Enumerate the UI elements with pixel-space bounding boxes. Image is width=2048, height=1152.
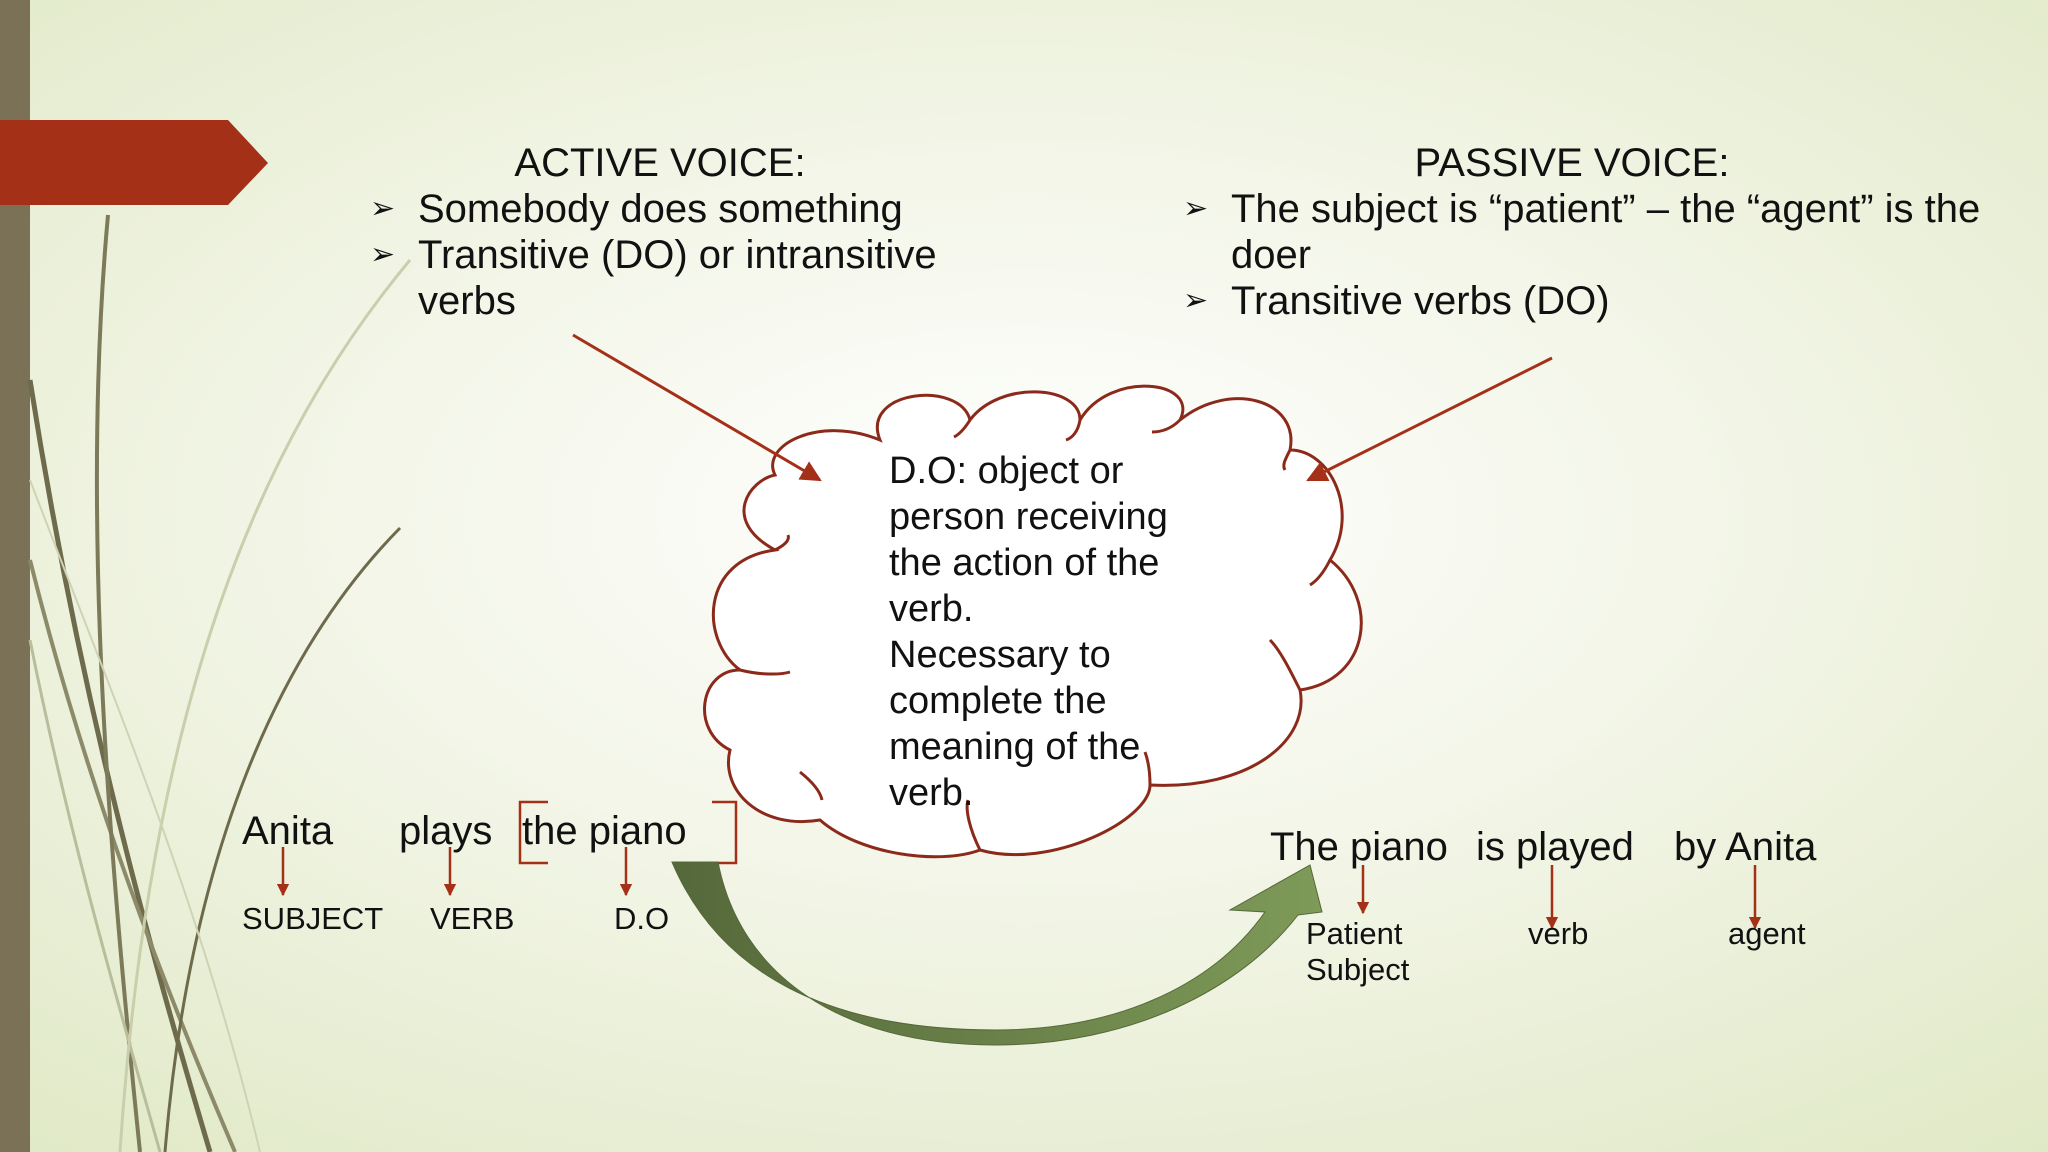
label-do: D.O xyxy=(614,901,670,936)
cloud-line: verb. xyxy=(889,588,974,630)
thought-cloud xyxy=(703,384,1363,859)
active-word-verb: plays xyxy=(399,809,493,853)
active-word-object: the piano xyxy=(522,809,687,853)
title-chevron xyxy=(0,120,268,205)
label-passive-subject: Subject xyxy=(1306,952,1410,987)
active-voice-heading: ACTIVE VOICE: xyxy=(514,141,806,185)
do-bracket-right xyxy=(712,800,738,865)
label-passive-verb: verb xyxy=(1528,916,1589,951)
active-label-arrows xyxy=(276,847,633,897)
cloud-line: Necessary to xyxy=(889,634,1111,676)
passive-word-verb: is played xyxy=(1476,825,1634,869)
passive-bullet: ➢The subject is “patient” – the “agent” … xyxy=(1183,187,1981,231)
active-connector-arrow xyxy=(572,333,822,482)
bullet-arrow-icon: ➢ xyxy=(370,238,396,271)
active-bullet-continuation: verbs xyxy=(418,279,516,323)
active-bullet: ➢Somebody does something xyxy=(370,187,903,231)
bullet-arrow-icon: ➢ xyxy=(1183,192,1209,225)
cloud-line: the action of the xyxy=(889,542,1160,584)
cloud-inner-curves xyxy=(739,418,1332,851)
cloud-line: D.O: object or xyxy=(889,450,1124,492)
label-agent: agent xyxy=(1728,916,1806,951)
bullet-arrow-icon: ➢ xyxy=(1183,284,1209,317)
do-bracket-left xyxy=(518,800,548,865)
cloud-line: verb. xyxy=(889,772,974,814)
active-bullet: ➢Transitive (DO) or intransitive xyxy=(370,233,937,277)
passive-word-agent: by Anita xyxy=(1674,825,1817,869)
label-verb: VERB xyxy=(430,901,515,936)
transformation-arrow xyxy=(671,861,1323,1046)
cloud-line: meaning of the xyxy=(889,726,1141,768)
passive-bullet: ➢Transitive verbs (DO) xyxy=(1183,279,1610,323)
passive-voice-heading: PASSIVE VOICE: xyxy=(1414,141,1730,185)
passive-connector-arrow xyxy=(1306,356,1553,482)
cloud-line: complete the xyxy=(889,680,1107,722)
active-voice-bullets: ➢Somebody does something ➢Transitive (DO… xyxy=(370,186,937,324)
passive-bullet-continuation: doer xyxy=(1231,233,1312,277)
passive-voice-bullets: ➢The subject is “patient” – the “agent” … xyxy=(1183,186,1980,324)
label-subject: SUBJECT xyxy=(242,901,384,936)
active-word-subject: Anita xyxy=(242,809,334,853)
decorative-strands xyxy=(27,214,412,1152)
cloud-definition: D.O: object or person receiving the acti… xyxy=(889,448,1189,816)
passive-word-subject: The piano xyxy=(1270,825,1448,869)
cloud-line: person receiving xyxy=(889,496,1168,538)
bullet-arrow-icon: ➢ xyxy=(370,192,396,225)
passive-label-arrows xyxy=(1356,865,1762,930)
label-patient: Patient xyxy=(1306,916,1403,951)
